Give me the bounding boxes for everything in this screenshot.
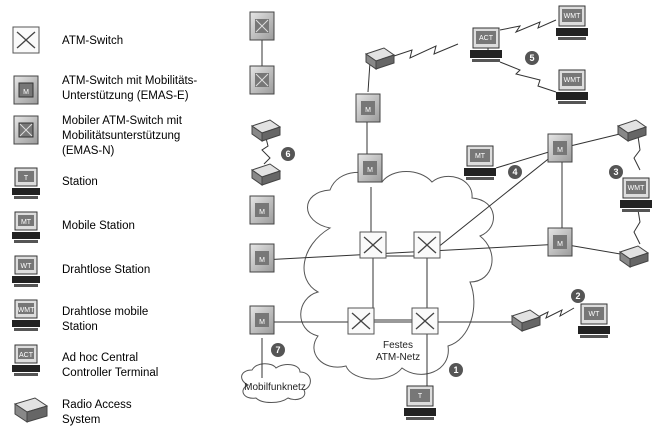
- legend-label-emas-n-2: Mobilitätsunterstützung: [62, 130, 180, 142]
- svg-text:7: 7: [275, 345, 280, 355]
- svg-text:MT: MT: [475, 153, 486, 160]
- legend-label-wireless-station: Drahtlose Station: [62, 264, 150, 276]
- legend-adhoc-controller-terminal-icon: ACT: [12, 344, 40, 376]
- legend: M T MT WT: [12, 26, 197, 426]
- emas-n-2: [249, 65, 275, 95]
- badge-1: 1: [449, 363, 463, 377]
- badge-3: 3: [609, 165, 623, 179]
- legend-label-station: Station: [62, 176, 98, 188]
- svg-text:M: M: [259, 209, 265, 216]
- ras-right-bottom: [618, 245, 650, 268]
- svg-text:M: M: [557, 241, 563, 248]
- legend-wireless-mobile-station-icon: WMT: [12, 299, 40, 331]
- ras-6b: [250, 163, 282, 186]
- legend-mobile-atm-switch-icon: [13, 115, 39, 145]
- atm-switch-1: [359, 231, 387, 259]
- svg-text:6: 6: [285, 149, 290, 159]
- atm-switch-3: [347, 307, 375, 335]
- svg-text:T: T: [418, 393, 423, 400]
- svg-text:M: M: [367, 167, 373, 174]
- svg-text:WMT: WMT: [564, 13, 581, 20]
- svg-text:1: 1: [453, 365, 458, 375]
- mobile-network-cloud: [241, 363, 311, 403]
- badge-5: 5: [525, 51, 539, 65]
- badge-2: 2: [571, 289, 585, 303]
- legend-label-atm-switch: ATM-Switch: [62, 35, 123, 47]
- svg-text:M: M: [23, 89, 29, 96]
- station-adhoc: ACT: [470, 27, 502, 62]
- svg-text:5: 5: [529, 53, 534, 63]
- svg-text:WMT: WMT: [564, 77, 581, 84]
- svg-text:WT: WT: [21, 263, 33, 270]
- legend-station-icon: T: [12, 167, 40, 199]
- mobile-net-label: Mobilfunknetz: [244, 382, 306, 393]
- legend-atm-switch-mobility-icon: M: [13, 75, 39, 105]
- svg-text:T: T: [24, 175, 29, 182]
- legend-label-wireless-mobile-2: Station: [62, 321, 98, 333]
- station-fixed-1: T: [404, 385, 436, 420]
- legend-radio-access-system-icon: [13, 397, 49, 423]
- emas-e-left-3: M: [249, 305, 275, 335]
- svg-text:M: M: [259, 257, 265, 264]
- svg-text:WT: WT: [589, 311, 601, 318]
- svg-text:M: M: [365, 107, 371, 114]
- badge-6: 6: [281, 147, 295, 161]
- fixed-net-label-2: ATM-Netz: [376, 352, 420, 363]
- legend-label-emas-e-2: Unterstützung (EMAS-E): [62, 90, 189, 102]
- ras-2: [510, 309, 542, 332]
- atm-switch-2: [413, 231, 441, 259]
- station-mobile-4: MT: [464, 145, 496, 180]
- emas-e-right-1: M: [547, 133, 573, 163]
- emas-e-center-1: M: [355, 93, 381, 123]
- svg-text:ACT: ACT: [479, 35, 494, 42]
- legend-label-emas-n-3: (EMAS-N): [62, 145, 115, 157]
- legend-mobile-station-icon: MT: [12, 211, 40, 243]
- emas-e-center-2: M: [357, 153, 383, 183]
- svg-text:M: M: [557, 147, 563, 154]
- wireless-links: [261, 19, 641, 319]
- station-wm-top: WMT: [556, 5, 588, 40]
- svg-text:4: 4: [512, 167, 517, 177]
- legend-label-emas-e-1: ATM-Switch mit Mobilitäts-: [62, 75, 197, 87]
- badge-4: 4: [508, 165, 522, 179]
- station-wireless-2: WT: [578, 303, 610, 338]
- svg-text:WMT: WMT: [18, 307, 35, 314]
- atm-switch-4: [411, 307, 439, 335]
- legend-label-adhoc-2: Controller Terminal: [62, 367, 158, 379]
- emas-e-left-2: M: [249, 243, 275, 273]
- badge-7: 7: [271, 343, 285, 357]
- svg-text:M: M: [259, 319, 265, 326]
- network: M M M M M M M: [241, 5, 652, 420]
- legend-label-radio-access-1: Radio Access: [62, 399, 132, 411]
- legend-label-adhoc-1: Ad hoc Central: [62, 352, 138, 364]
- legend-label-radio-access-2: System: [62, 414, 100, 426]
- legend-label-mobile-station: Mobile Station: [62, 220, 135, 232]
- svg-text:3: 3: [613, 167, 618, 177]
- ras-right-top: [616, 119, 648, 142]
- legend-atm-switch-icon: [12, 26, 40, 54]
- station-wm-mid: WMT: [556, 69, 588, 104]
- legend-wireless-station-icon: WT: [12, 255, 40, 287]
- svg-text:MT: MT: [21, 219, 32, 226]
- emas-e-right-2: M: [547, 227, 573, 257]
- emas-n-top: [249, 11, 275, 41]
- legend-label-wireless-mobile-1: Drahtlose mobile: [62, 306, 148, 318]
- station-wm-3: WMT: [620, 177, 652, 212]
- svg-text:ACT: ACT: [19, 352, 34, 359]
- ras-6a: [250, 119, 282, 142]
- svg-text:WMT: WMT: [628, 185, 645, 192]
- ras-top: [364, 47, 396, 70]
- fixed-net-label-1: Festes: [383, 340, 413, 351]
- svg-text:2: 2: [575, 291, 580, 301]
- emas-e-left-1: M: [249, 195, 275, 225]
- legend-label-emas-n-1: Mobiler ATM-Switch mit: [62, 115, 183, 127]
